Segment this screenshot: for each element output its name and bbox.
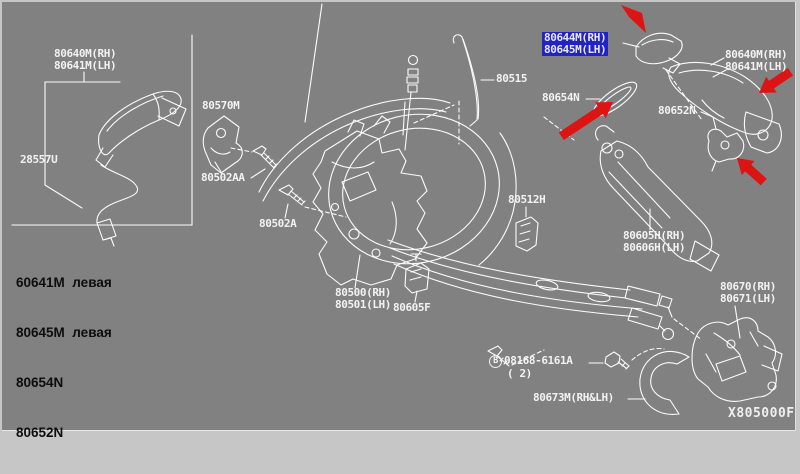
part-number: 80605F xyxy=(393,301,431,314)
part-number: 80515 xyxy=(496,72,528,85)
part-label-80605f[interactable]: 80605F xyxy=(393,301,431,314)
door-handle-left-drawing xyxy=(95,90,187,247)
legend-selected-parts: 60641M левая 80645M левая 80654N 80652N xyxy=(16,242,112,474)
part-number: 80640M(RH) xyxy=(725,48,788,61)
part-label-80640m-right[interactable]: 80640M(RH) 80641M(LH) xyxy=(725,48,788,73)
selection-arrow-handle xyxy=(759,68,794,93)
part-label-80652n[interactable]: 80652N xyxy=(658,104,696,117)
circled-b-icon: B xyxy=(489,355,502,368)
cover-80673m-drawing xyxy=(627,351,690,415)
part-number: 80671(LH) xyxy=(720,292,777,305)
part-number-highlighted: 80644M(RH) xyxy=(542,31,609,44)
part-label-80570m[interactable]: 80570M xyxy=(202,99,240,112)
bolt-08168-drawing xyxy=(588,347,665,370)
actuator-80670-drawing xyxy=(691,305,783,402)
part-number: 80605H(RH) xyxy=(623,229,686,242)
diagram-code: X805000F xyxy=(728,406,795,421)
part-number: 80673M(RH&LH) xyxy=(533,391,614,404)
part-number: 80570M xyxy=(202,99,240,112)
lock-cables-drawing xyxy=(387,239,703,341)
selection-arrow-protector xyxy=(737,158,767,186)
part-number: 80512H xyxy=(508,193,546,206)
part-label-80500[interactable]: 80500(RH) 80501(LH) xyxy=(335,287,391,311)
part-number: 80640M(RH) xyxy=(54,47,117,60)
part-label-80512h[interactable]: 80512H xyxy=(508,193,546,206)
selection-arrow-top xyxy=(621,5,646,33)
part-label-80640m-left[interactable]: 80640M(RH) 80641M(LH) xyxy=(54,47,117,72)
part-label-80502a[interactable]: 80502A xyxy=(259,217,297,230)
part-label-80670[interactable]: 80670(RH) 80671(LH) xyxy=(720,281,776,305)
part-number: 80641M(LH) xyxy=(725,60,788,73)
protector-80652n-drawing xyxy=(700,111,745,172)
part-number: 80670(RH) xyxy=(720,280,777,293)
part-label-80644m-selected[interactable]: 80644M(RH) 80645M(LH) xyxy=(542,31,609,56)
door-frame-and-latch-drawing xyxy=(258,97,517,286)
legend-line: 80654N xyxy=(16,374,64,390)
reference-bracket-lines xyxy=(11,3,323,226)
selection-arrow-gasket xyxy=(558,102,613,140)
part-number: 80606H(LH) xyxy=(623,241,686,254)
part-number: 28557U xyxy=(20,153,58,166)
part-number-highlighted: 80645M(LH) xyxy=(542,43,609,56)
rod-assembly-80605h-drawing xyxy=(595,125,720,272)
parts-diagram-canvas: 80640M(RH) 80641M(LH) 80570M 28557U 8050… xyxy=(2,2,796,440)
part-number: 80500(RH) xyxy=(335,286,392,299)
clip-80605f-drawing xyxy=(354,253,430,303)
part-number: 80652N xyxy=(658,104,696,117)
line-art-svg xyxy=(11,3,794,415)
bracket-80570m-drawing xyxy=(202,115,347,219)
selection-arrows xyxy=(558,5,794,186)
clip-80512h-drawing xyxy=(515,206,539,252)
lock-rods-drawing xyxy=(404,34,495,151)
part-label-80654n[interactable]: 80654N xyxy=(542,91,580,104)
part-label-80515[interactable]: 80515 xyxy=(496,72,528,85)
legend-line: 60641M левая xyxy=(16,275,112,291)
part-number: 80641M(LH) xyxy=(54,59,117,72)
part-label-80605h[interactable]: 80605H(RH) 80606H(LH) xyxy=(623,229,686,254)
part-number: 80502AA xyxy=(201,171,245,184)
part-label-80673m[interactable]: 80673M(RH&LH) xyxy=(533,392,614,404)
part-label-80502aa[interactable]: 80502AA xyxy=(201,172,245,184)
part-label-28557u[interactable]: 28557U xyxy=(20,153,58,166)
legend-line: 80652N xyxy=(16,424,64,440)
door-handle-right-drawing xyxy=(668,57,782,154)
part-quantity: ( 2) xyxy=(507,367,532,380)
legend-line: 80645M левая xyxy=(16,324,112,340)
part-number: 80501(LH) xyxy=(335,298,392,311)
part-number: 80502A xyxy=(259,217,297,230)
part-number: 80654N xyxy=(542,91,580,104)
